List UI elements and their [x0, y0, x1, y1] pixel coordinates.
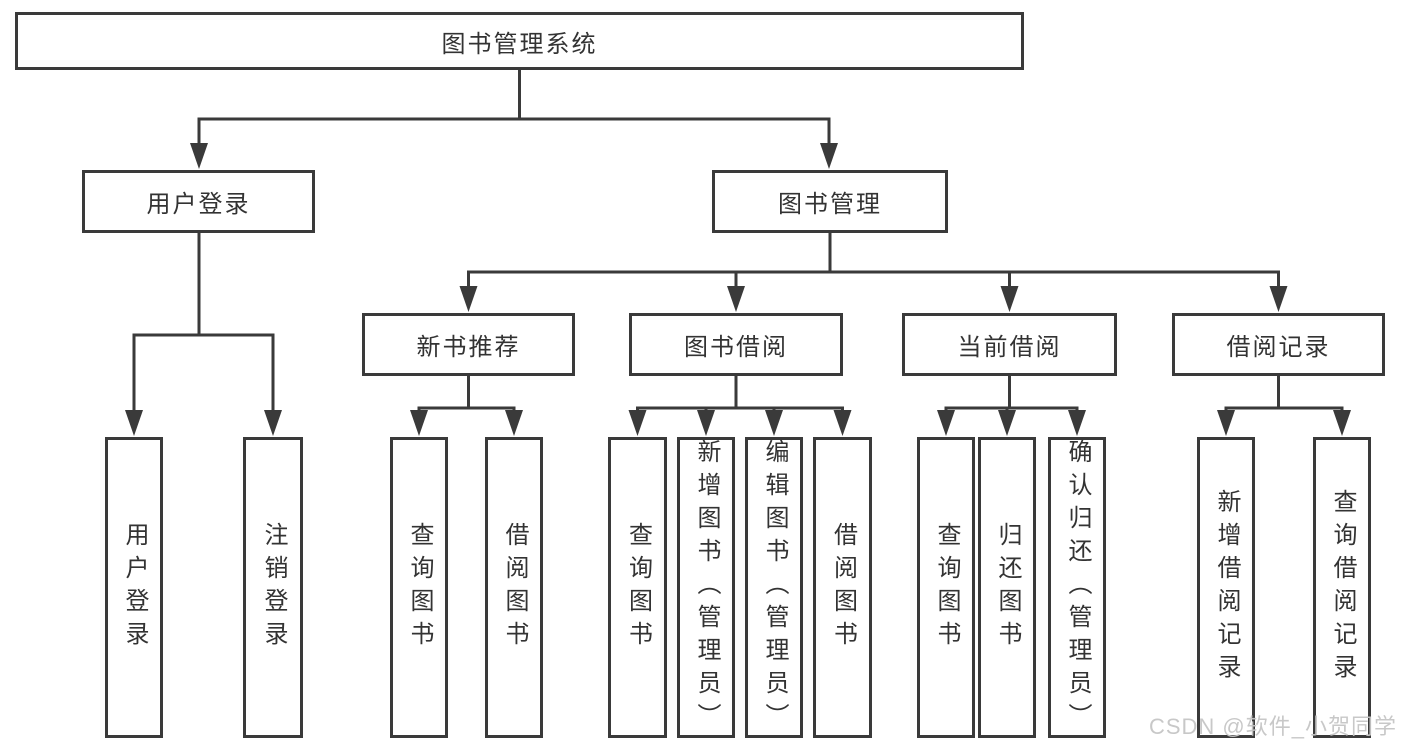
leaf-nb-query-books: 查询图书	[390, 437, 448, 738]
leaf-bb-edit-books-admin-label: 编辑图书（管理员）	[761, 439, 788, 736]
leaf-cb-return-books-label: 归还图书	[994, 521, 1021, 654]
leaf-user-login-label: 用户登录	[121, 521, 148, 654]
leaf-nb-borrow-books-label: 借阅图书	[501, 521, 528, 654]
leaf-br-query-borrow-record-label: 查询借阅记录	[1329, 488, 1356, 687]
leaf-bb-borrow-books-label: 借阅图书	[829, 521, 857, 654]
leaf-cb-query-books: 查询图书	[917, 437, 975, 738]
watermark: CSDN @软件_小贺同学	[1148, 714, 1397, 739]
leaf-cb-confirm-return-admin-label: 确认归还（管理员）	[1064, 439, 1091, 736]
leaf-cb-return-books: 归还图书	[978, 437, 1036, 738]
node-borrowing-records: 借阅记录	[1172, 313, 1385, 376]
leaf-br-add-borrow-record: 新增借阅记录	[1197, 437, 1255, 738]
node-current-borrowing: 当前借阅	[902, 313, 1117, 376]
node-book-management: 图书管理	[712, 170, 948, 233]
leaf-nb-query-books-label: 查询图书	[406, 521, 433, 654]
leaf-cb-confirm-return-admin: 确认归还（管理员）	[1048, 437, 1106, 738]
leaf-logout-login-label: 注销登录	[260, 521, 287, 654]
leaf-bb-add-books-admin: 新增图书（管理员）	[677, 437, 735, 738]
node-book-borrowing: 图书借阅	[629, 313, 843, 376]
leaf-bb-add-books-admin-label: 新增图书（管理员）	[693, 439, 720, 736]
leaf-br-query-borrow-record: 查询借阅记录	[1313, 437, 1371, 738]
node-library-system: 图书管理系统	[15, 12, 1024, 70]
leaf-bb-edit-books-admin: 编辑图书（管理员）	[745, 437, 803, 738]
leaf-nb-borrow-books: 借阅图书	[485, 437, 543, 738]
leaf-cb-query-books-label: 查询图书	[933, 521, 960, 654]
leaf-bb-query-books: 查询图书	[608, 437, 667, 738]
leaf-user-login: 用户登录	[105, 437, 163, 738]
leaf-bb-borrow-books: 借阅图书	[813, 437, 872, 738]
leaf-br-add-borrow-record-label: 新增借阅记录	[1213, 488, 1240, 687]
node-new-book-recommendation: 新书推荐	[362, 313, 575, 376]
leaf-bb-query-books-label: 查询图书	[624, 521, 652, 654]
node-user-login: 用户登录	[82, 170, 315, 233]
leaf-logout-login: 注销登录	[243, 437, 303, 738]
